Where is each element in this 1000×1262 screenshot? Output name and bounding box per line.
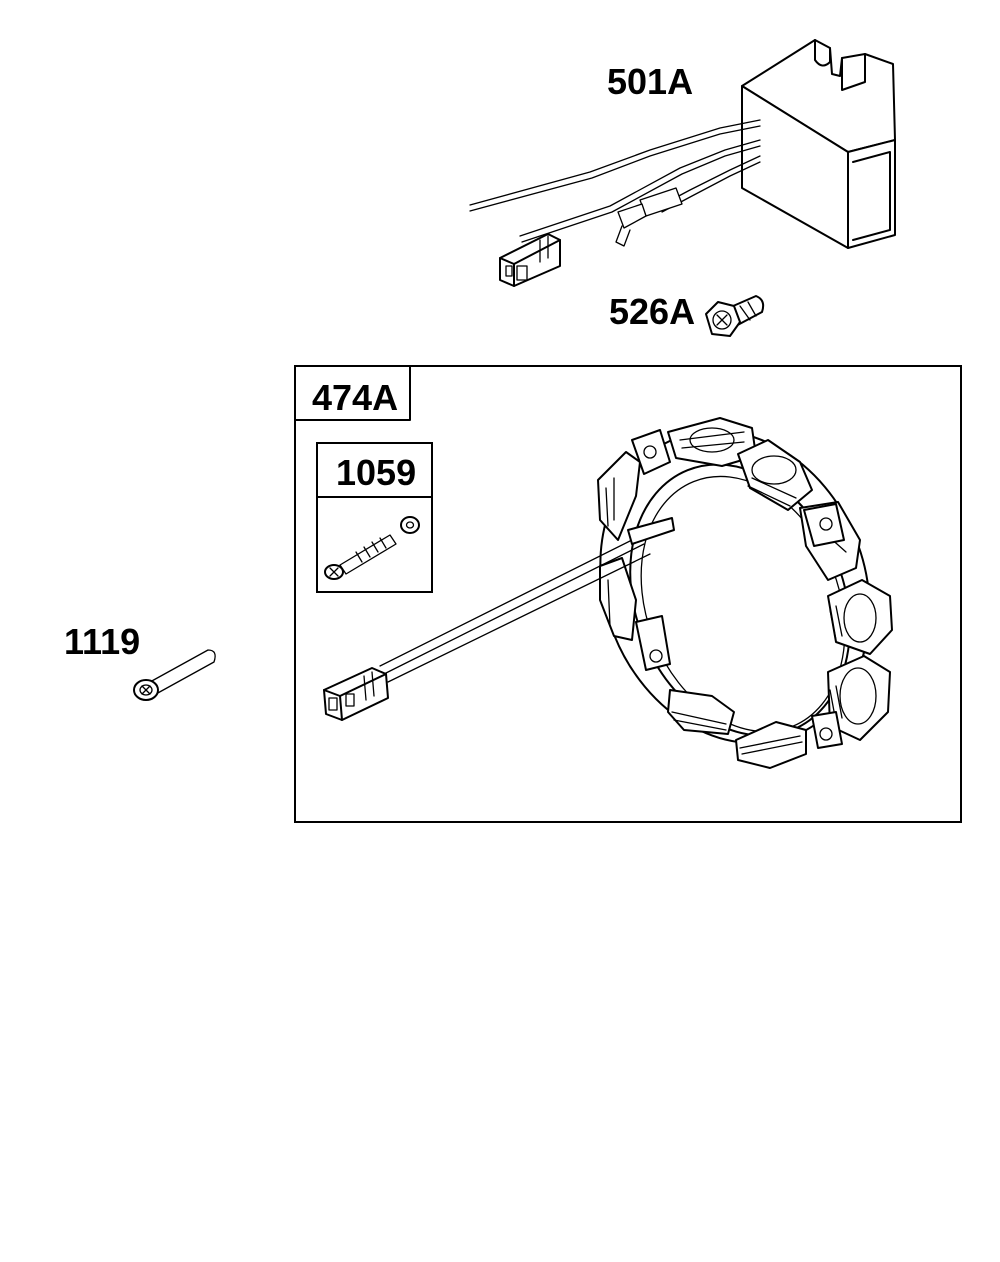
part-label-501A: 501A — [607, 61, 693, 102]
voltage-regulator-icon[interactable] — [469, 39, 896, 287]
alternator-kit-box — [294, 365, 962, 823]
stator-pole — [597, 451, 641, 541]
screw-icon[interactable] — [133, 649, 216, 701]
alternator-stator-icon[interactable] — [323, 390, 915, 784]
stator-pole — [599, 557, 637, 641]
part-label-1119: 1119 — [64, 621, 140, 662]
part-label-1059: 1059 — [336, 452, 416, 493]
stator-pole — [827, 579, 893, 655]
hex-screw-icon[interactable] — [705, 295, 765, 337]
stator-pole — [667, 689, 735, 735]
screw-washer-icon[interactable] — [324, 516, 420, 580]
part-label-474A: 474A — [312, 377, 398, 418]
stator-pole — [735, 721, 807, 769]
stator-pole — [737, 439, 813, 511]
part-label-526A: 526A — [609, 291, 695, 332]
